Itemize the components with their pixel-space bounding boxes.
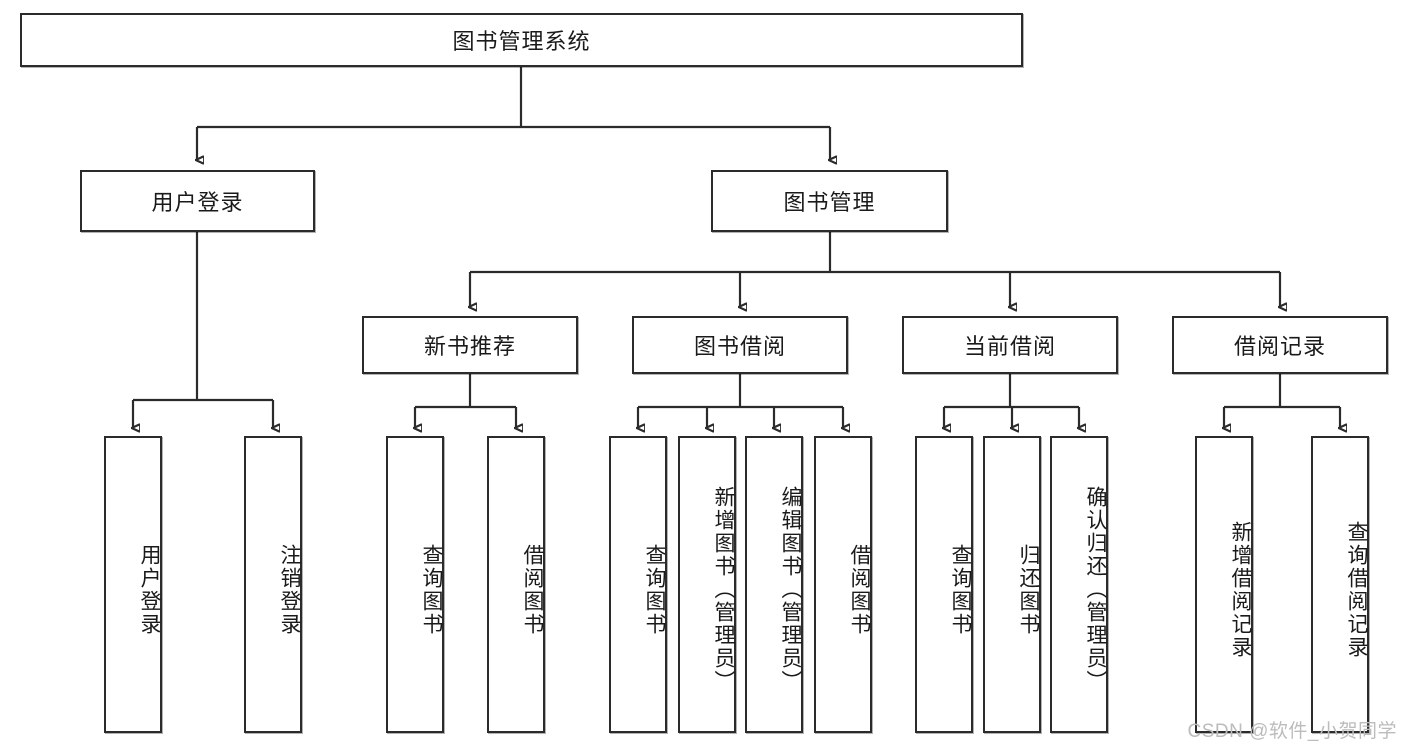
node-label: 查询借阅记录 <box>1345 520 1368 659</box>
node-leaf-borrow-book-2[interactable]: 借阅图书 <box>814 436 872 733</box>
node-leaf-add-record[interactable]: 新增借阅记录 <box>1195 436 1253 733</box>
node-label: 借阅图书 <box>521 543 544 636</box>
node-label: 当前借阅 <box>963 334 1056 359</box>
node-label: 图书借阅 <box>693 334 786 359</box>
node-label: 确认归还（管理员） <box>1084 486 1107 693</box>
node-current-borrow[interactable]: 当前借阅 <box>902 316 1118 374</box>
node-label: 查询图书 <box>420 543 443 636</box>
node-leaf-return-book[interactable]: 归还图书 <box>983 436 1041 733</box>
node-leaf-query-book-2[interactable]: 查询图书 <box>609 436 667 733</box>
node-root-system[interactable]: 图书管理系统 <box>20 13 1023 67</box>
node-label: 归还图书 <box>1017 543 1040 636</box>
node-label: 借阅记录 <box>1233 334 1326 359</box>
node-label: 新增图书（管理员） <box>712 486 735 693</box>
node-leaf-query-book-3[interactable]: 查询图书 <box>915 436 973 733</box>
node-leaf-edit-book-admin[interactable]: 编辑图书（管理员） <box>745 436 803 733</box>
node-book-manage[interactable]: 图书管理 <box>711 170 948 232</box>
node-label: 新书推荐 <box>423 334 516 359</box>
node-leaf-borrow-book-1[interactable]: 借阅图书 <box>487 436 545 733</box>
node-new-book-recommend[interactable]: 新书推荐 <box>362 316 578 374</box>
node-leaf-user-login[interactable]: 用户登录 <box>104 436 162 733</box>
node-label: 图书管理 <box>783 190 876 215</box>
node-label: 查询图书 <box>949 543 972 636</box>
node-leaf-user-logout[interactable]: 注销登录 <box>244 436 302 733</box>
watermark-text: CSDN @软件_小贺同学 <box>1187 721 1397 742</box>
node-label: 用户登录 <box>138 543 161 636</box>
node-label: 编辑图书（管理员） <box>779 486 802 693</box>
node-book-borrow[interactable]: 图书借阅 <box>632 316 848 374</box>
node-borrow-record[interactable]: 借阅记录 <box>1172 316 1388 374</box>
node-leaf-query-record[interactable]: 查询借阅记录 <box>1311 436 1369 733</box>
node-user-login[interactable]: 用户登录 <box>80 170 315 232</box>
node-leaf-confirm-return[interactable]: 确认归还（管理员） <box>1050 436 1108 733</box>
node-label: 注销登录 <box>278 543 301 636</box>
node-label: 借阅图书 <box>848 543 871 636</box>
node-label: 新增借阅记录 <box>1229 520 1252 659</box>
node-label: 用户登录 <box>151 190 244 215</box>
node-leaf-query-book-1[interactable]: 查询图书 <box>386 436 444 733</box>
node-label: 查询图书 <box>643 543 666 636</box>
node-label: 图书管理系统 <box>452 29 591 54</box>
node-leaf-add-book-admin[interactable]: 新增图书（管理员） <box>678 436 736 733</box>
